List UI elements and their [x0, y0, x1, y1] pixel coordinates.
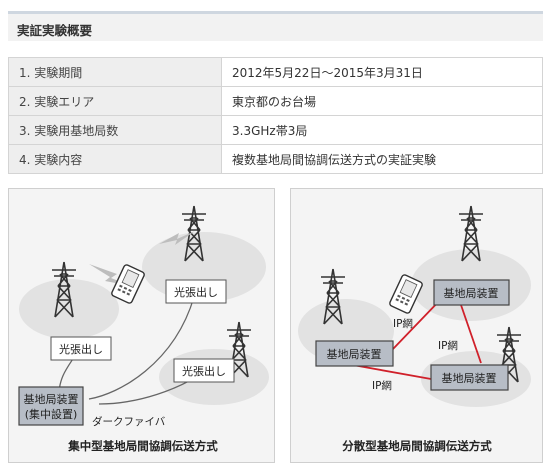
ip-network-label: IP網 [438, 339, 458, 352]
table-row: 2. 実験エリア 東京都のお台場 [8, 86, 543, 116]
radio-wave-icon [89, 231, 195, 286]
dark-fiber-label: ダークファイバ [92, 415, 166, 428]
base-station-label: 基地局装置 [442, 372, 497, 385]
row-value: 2012年5月22日〜2015年3月31日 [221, 57, 543, 87]
row-label: 4. 実験内容 [8, 144, 222, 174]
row-value: 3.3GHz帯3局 [221, 115, 543, 145]
table-row: 3. 実験用基地局数 3.3GHz帯3局 [8, 115, 543, 145]
section-title: 実証実験概要 [8, 11, 543, 41]
diagram-caption: 集中型基地局間協調伝送方式 [67, 439, 218, 453]
ip-network-label: IP網 [372, 379, 392, 392]
central-unit-sublabel: (集中設置) [25, 407, 78, 421]
row-label: 3. 実験用基地局数 [8, 115, 222, 145]
centralized-diagram-svg: 光張出し 光張出し 光張出し 基地局装置 (集中設置) ダークファイバ 集中型基… [18, 205, 269, 453]
distributed-diagram: 基地局装置 基地局装置 基地局装置 IP網 IP網 IP網 分散型基地局間協調伝… [290, 188, 543, 463]
central-unit-label: 基地局装置 [24, 393, 79, 406]
base-station-label: 基地局装置 [327, 348, 382, 361]
centralized-diagram: 光張出し 光張出し 光張出し 基地局装置 (集中設置) ダークファイバ 集中型基… [8, 188, 275, 463]
remote-radio-label: 光張出し [59, 342, 103, 356]
row-value: 複数基地局間協調伝送方式の実証実験 [221, 144, 543, 174]
ip-network-label: IP網 [393, 317, 413, 330]
overview-table: 1. 実験期間 2012年5月22日〜2015年3月31日 2. 実験エリア 東… [8, 57, 543, 174]
row-label: 2. 実験エリア [8, 86, 222, 116]
mobile-phone-icon [111, 264, 145, 304]
ip-network-link [352, 296, 482, 380]
base-station-label: 基地局装置 [444, 287, 499, 300]
remote-radio-label: 光張出し [182, 364, 226, 378]
row-value: 東京都のお台場 [221, 86, 543, 116]
table-row: 1. 実験期間 2012年5月22日〜2015年3月31日 [8, 57, 543, 87]
coverage-area [19, 279, 119, 339]
table-row: 4. 実験内容 複数基地局間協調伝送方式の実証実験 [8, 144, 543, 174]
distributed-diagram-svg: 基地局装置 基地局装置 基地局装置 IP網 IP網 IP網 分散型基地局間協調伝… [298, 205, 531, 453]
diagram-caption: 分散型基地局間協調伝送方式 [342, 439, 492, 453]
row-label: 1. 実験期間 [8, 57, 222, 87]
remote-radio-label: 光張出し [174, 285, 218, 299]
mobile-phone-icon [389, 274, 423, 314]
